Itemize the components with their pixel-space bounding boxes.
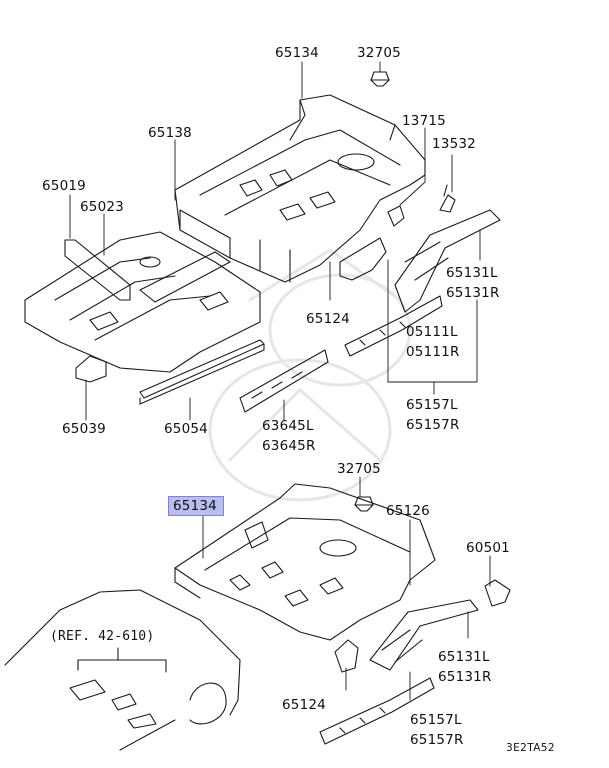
side-member-65131-bottom[interactable] bbox=[369, 599, 479, 671]
clip-13532[interactable] bbox=[439, 184, 456, 213]
vehicle-reference-outline bbox=[4, 589, 241, 751]
label-65126[interactable]: 65126 bbox=[386, 503, 430, 519]
label-65138[interactable]: 65138 bbox=[148, 125, 192, 141]
extension-65157-top[interactable] bbox=[344, 295, 443, 357]
label-63645R[interactable]: 63645R bbox=[262, 438, 316, 454]
label-65131R-top[interactable]: 65131R bbox=[446, 285, 500, 301]
label-65131L-bottom[interactable]: 65131L bbox=[438, 649, 490, 665]
bolt-32705-top[interactable] bbox=[370, 71, 390, 87]
label-32705-bottom[interactable]: 32705 bbox=[337, 461, 381, 477]
label-65157L-top[interactable]: 65157L bbox=[406, 397, 458, 413]
reference-note: (REF. 42-610) bbox=[50, 629, 155, 644]
bracket-60501[interactable] bbox=[484, 579, 511, 607]
label-65131L-top[interactable]: 65131L bbox=[446, 265, 498, 281]
label-63645L[interactable]: 63645L bbox=[262, 418, 314, 434]
clip-13715[interactable] bbox=[387, 205, 405, 227]
front-floor-pan[interactable] bbox=[24, 231, 261, 373]
diagram-code: 3E2TA52 bbox=[506, 742, 555, 754]
label-32705-top[interactable]: 32705 bbox=[357, 45, 401, 61]
side-sill-65054[interactable] bbox=[139, 339, 265, 405]
label-65134-top[interactable]: 65134 bbox=[275, 45, 319, 61]
bracket-65039[interactable] bbox=[75, 355, 107, 383]
label-65124-top[interactable]: 65124 bbox=[306, 311, 350, 327]
bolt-32705-bottom[interactable] bbox=[354, 496, 374, 512]
label-65157R-bottom[interactable]: 65157R bbox=[410, 732, 464, 748]
label-65157R-top[interactable]: 65157R bbox=[406, 417, 460, 433]
member-63645[interactable] bbox=[239, 349, 329, 413]
bracket-65124-bottom[interactable] bbox=[334, 639, 359, 673]
label-05111R[interactable]: 05111R bbox=[406, 344, 460, 360]
label-05111L[interactable]: 05111L bbox=[406, 324, 458, 340]
label-65157L-bottom[interactable]: 65157L bbox=[410, 712, 462, 728]
rear-floor-pan-lower[interactable] bbox=[174, 483, 436, 641]
label-13532[interactable]: 13532 bbox=[432, 136, 476, 152]
leader-lines bbox=[69, 61, 491, 701]
label-65134-highlighted[interactable]: 65134 bbox=[168, 496, 224, 516]
label-65131R-bottom[interactable]: 65131R bbox=[438, 669, 492, 685]
label-65023[interactable]: 65023 bbox=[80, 199, 124, 215]
label-65039[interactable]: 65039 bbox=[62, 421, 106, 437]
rear-floor-pan-upper[interactable] bbox=[174, 94, 426, 283]
label-65019[interactable]: 65019 bbox=[42, 178, 86, 194]
label-65054[interactable]: 65054 bbox=[164, 421, 208, 437]
bracket-65124-top[interactable] bbox=[339, 237, 387, 281]
label-60501[interactable]: 60501 bbox=[466, 540, 510, 556]
extension-65157-bottom[interactable] bbox=[319, 677, 435, 745]
label-65124-bottom[interactable]: 65124 bbox=[282, 697, 326, 713]
side-member-65131-top[interactable] bbox=[394, 209, 501, 313]
label-13715[interactable]: 13715 bbox=[402, 113, 446, 129]
